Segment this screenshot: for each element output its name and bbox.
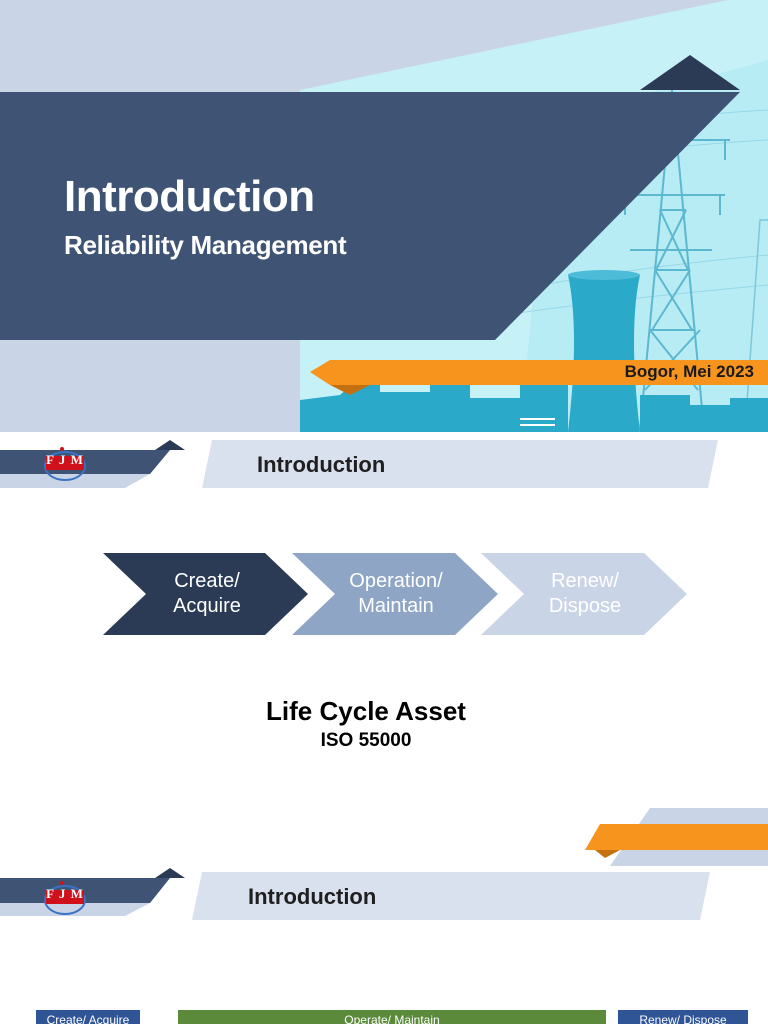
column-renew-dispose: Renew/ Dispose xyxy=(618,1010,748,1024)
lifecycle-subtitle: ISO 55000 xyxy=(320,730,412,751)
logo-icon xyxy=(44,447,86,481)
logo-text: F J M xyxy=(46,452,84,467)
slide3-header-title: Introduction xyxy=(248,884,377,909)
column-operate-maintain: Operate/ Maintain xyxy=(178,1010,606,1024)
title-slide: Introduction Reliability Management Bogo… xyxy=(0,0,768,432)
page-subtitle: Reliability Management xyxy=(64,230,347,260)
slide3-header-graphics xyxy=(0,868,710,920)
chevron-create-label: Create/ Acquire xyxy=(173,570,241,617)
company-logo: F J M xyxy=(42,446,88,481)
company-logo-2: F J M xyxy=(42,880,88,915)
date-band xyxy=(310,360,768,385)
cooling-tower-icon xyxy=(568,275,640,432)
column-create-acquire: Create/ Acquire xyxy=(36,1010,140,1024)
chevron-operation-label: Operation/ Maintain xyxy=(349,570,443,617)
chevron-create xyxy=(103,553,308,635)
title-slide-background xyxy=(0,0,768,432)
logo-text-2: F J M xyxy=(46,886,84,901)
lifecycle-title: Life Cycle Asset xyxy=(266,696,466,726)
chevron-renew-label: Renew/ Dispose xyxy=(548,570,622,617)
title-banner xyxy=(0,92,740,340)
logo-icon-2 xyxy=(44,881,86,915)
chevron-operation xyxy=(292,553,498,635)
page-title: Introduction xyxy=(64,172,315,221)
date-label: Bogor, Mei 2023 xyxy=(624,362,754,381)
slide-header-title: Introduction xyxy=(257,452,386,477)
lifecycle-slide: F J M Introduction Create/ Acquire Opera… xyxy=(0,432,768,866)
slide-header-graphics xyxy=(0,440,768,866)
chevron-renew xyxy=(481,553,687,635)
partial-slide xyxy=(0,808,768,1024)
